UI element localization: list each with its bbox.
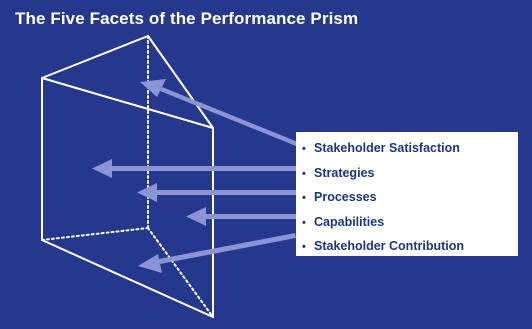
facet-label: Strategies bbox=[314, 165, 375, 180]
bullet: • bbox=[302, 241, 306, 253]
arrow-shaft-capabilities bbox=[204, 214, 296, 219]
prism-bottom-front-edge bbox=[41, 239, 214, 318]
facet-label: Processes bbox=[314, 190, 377, 204]
arrow-head-strategies bbox=[92, 159, 112, 178]
arrow-shaft-processes bbox=[156, 190, 296, 195]
facet-item-processes: • Processes bbox=[302, 189, 518, 214]
facet-item-stakeholder-contribution: • Stakeholder Contribution bbox=[302, 238, 518, 263]
prism-top-face bbox=[41, 35, 214, 129]
facet-list-box: • Stakeholder Satisfaction • Strategies • P… bbox=[296, 132, 518, 256]
facet-item-capabilities: • Capabilities bbox=[302, 214, 518, 239]
bullet: • bbox=[302, 143, 306, 155]
arrow-head-processes bbox=[137, 183, 157, 202]
arrow-shaft-stakeholder-satisfaction bbox=[160, 87, 298, 146]
bullet: • bbox=[302, 192, 306, 204]
arrow-shaft-stakeholder-contribution bbox=[159, 233, 296, 264]
arrow-head-stakeholder-contribution bbox=[138, 254, 162, 273]
facet-item-stakeholder-satisfaction: • Stakeholder Satisfaction bbox=[302, 140, 518, 165]
bullet: • bbox=[302, 167, 306, 180]
slide-title: The Five Facets of the Performance Prism bbox=[15, 9, 359, 28]
prism-bottom-back-edge-left bbox=[41, 227, 149, 241]
bullet: • bbox=[302, 216, 306, 229]
facet-label: Capabilities bbox=[314, 214, 385, 229]
arrow-head-capabilities bbox=[186, 207, 206, 226]
prism-bottom-back-edge-right bbox=[147, 227, 214, 318]
arrow-shaft-strategies bbox=[110, 166, 296, 171]
facet-item-strategies: • Strategies bbox=[302, 165, 518, 190]
arrow-head-stakeholder-satisfaction bbox=[140, 79, 166, 97]
facet-label: Stakeholder Satisfaction bbox=[314, 141, 460, 155]
facet-label: Stakeholder Contribution bbox=[314, 239, 464, 253]
